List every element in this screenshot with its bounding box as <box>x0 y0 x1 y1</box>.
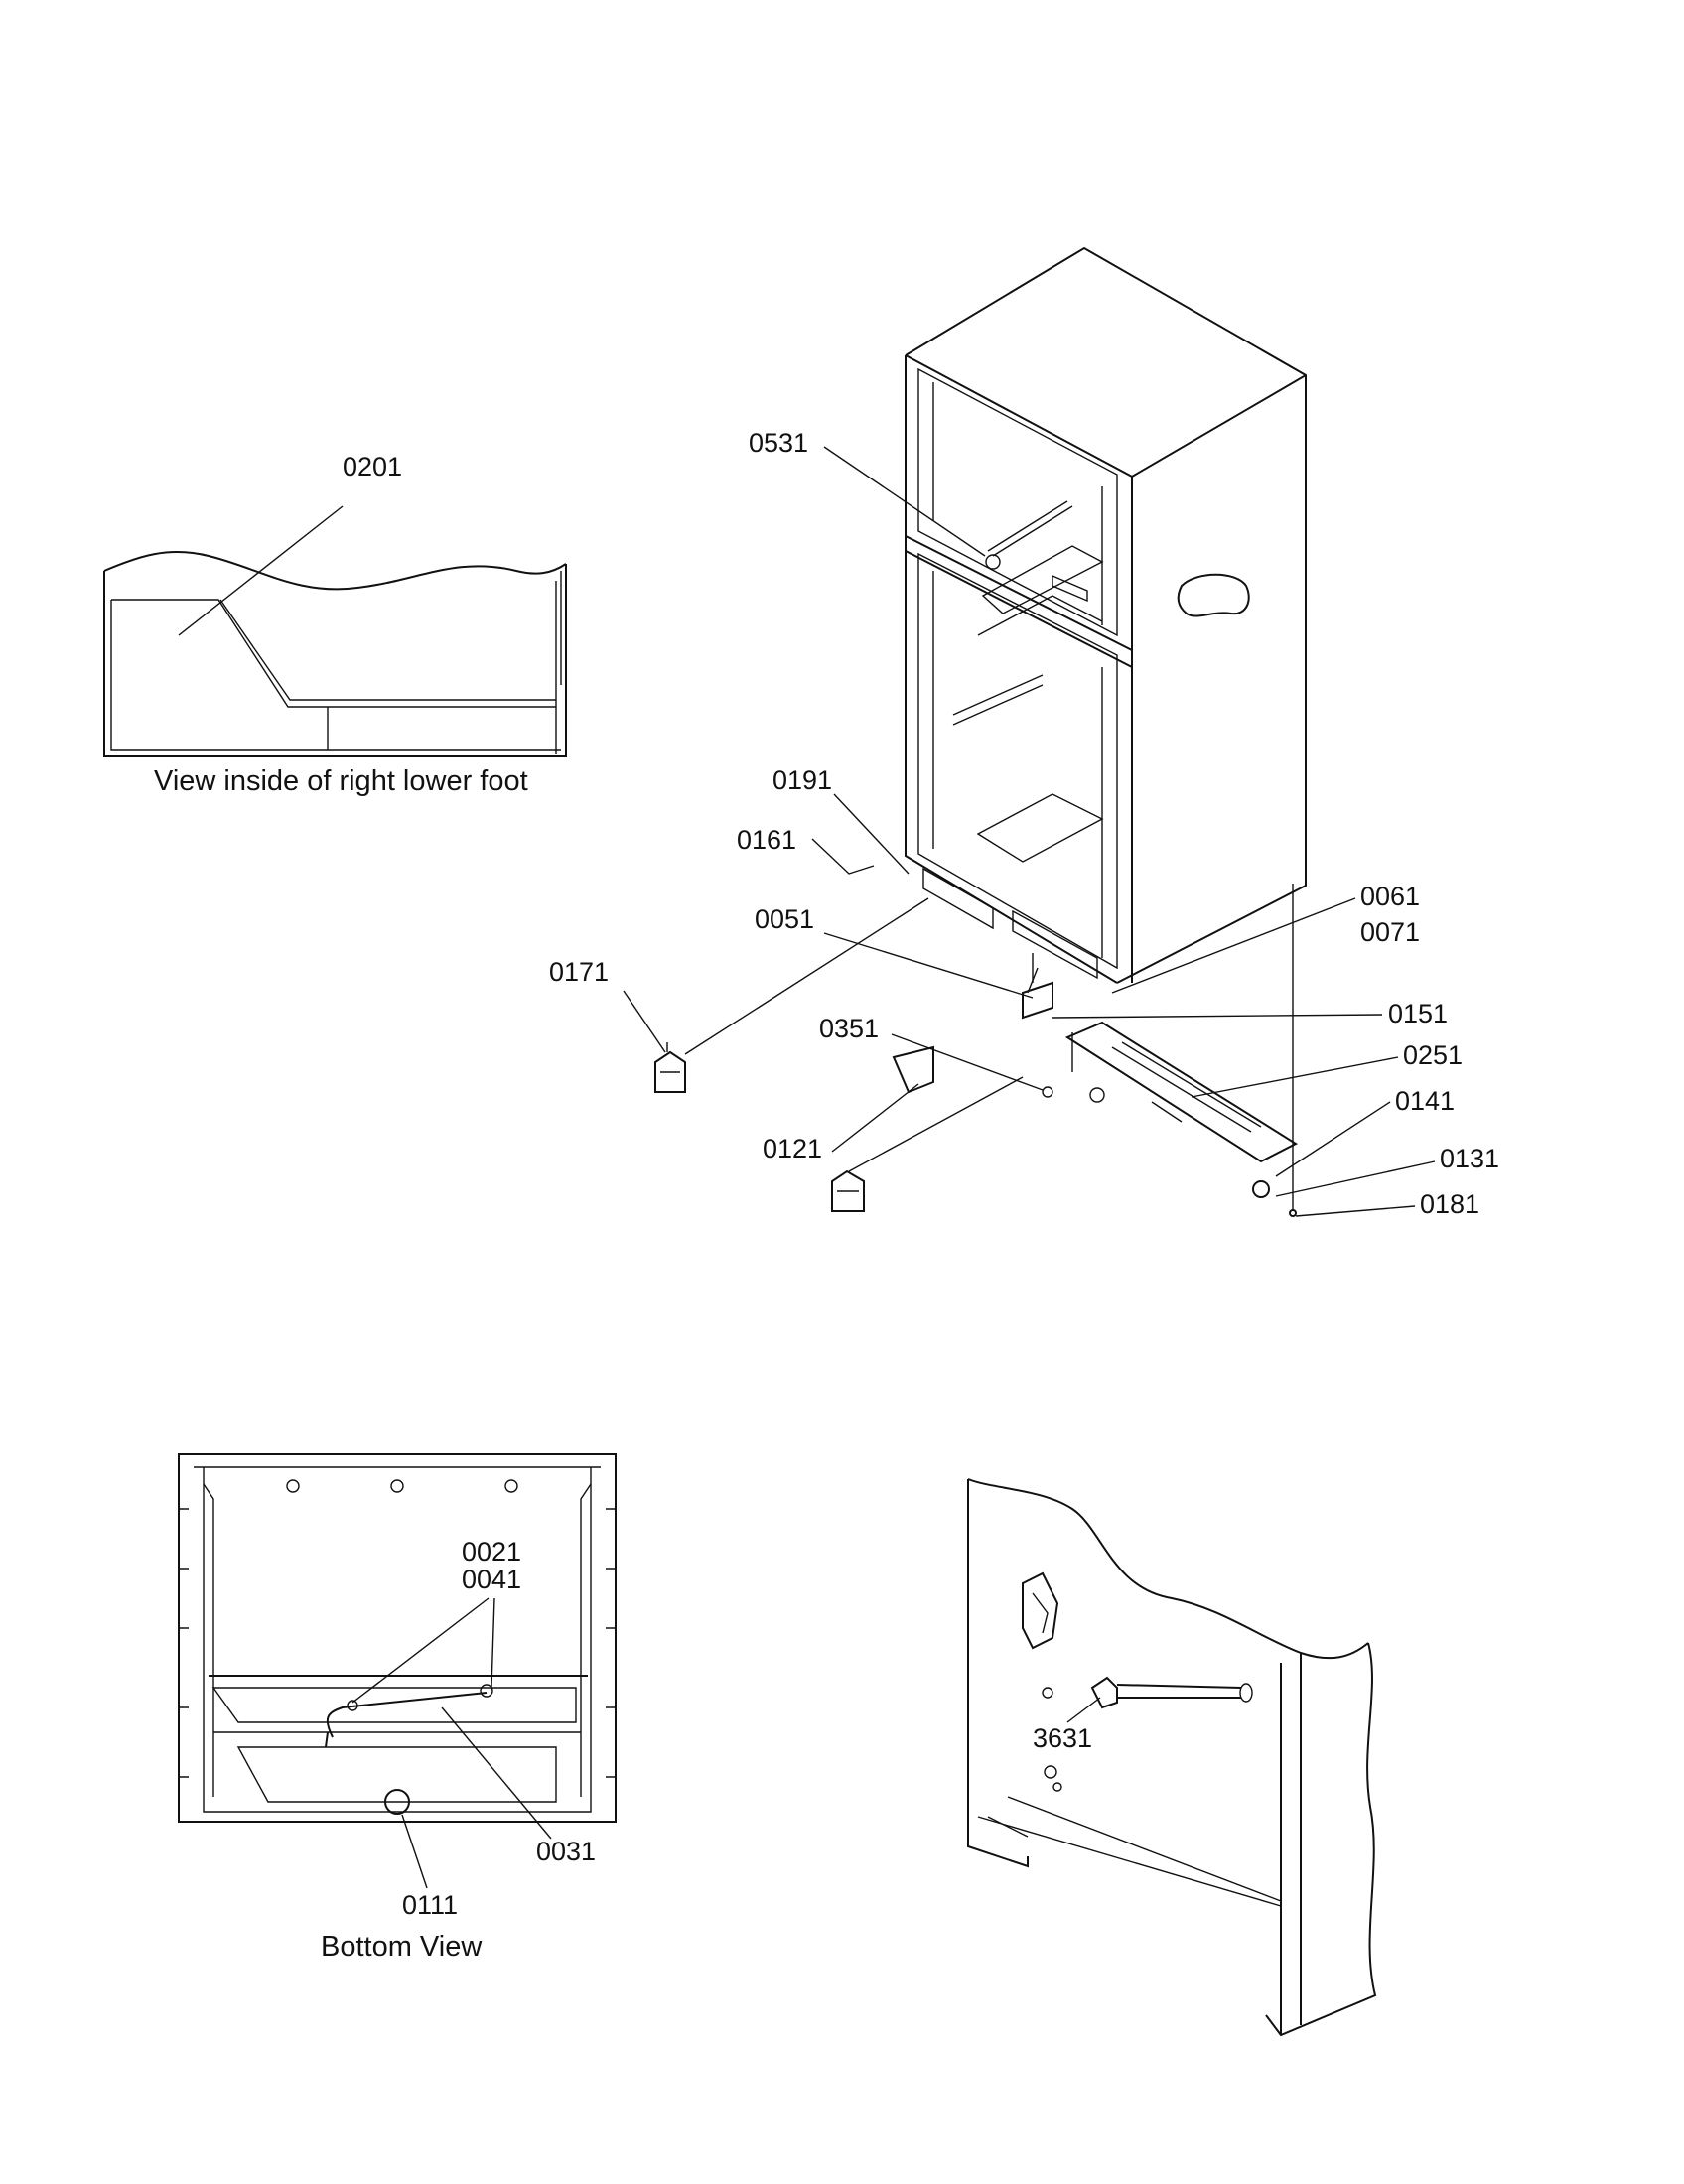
label-3631: 3631 <box>1033 1723 1092 1753</box>
label-0071: 0071 <box>1360 917 1420 947</box>
label-0181: 0181 <box>1420 1189 1479 1219</box>
foot-detail-caption: View inside of right lower foot <box>154 765 528 797</box>
label-0191: 0191 <box>772 765 832 795</box>
label-0021: 0021 <box>462 1537 521 1567</box>
bottom-view-caption: Bottom View <box>321 1931 483 1963</box>
label-0061: 0061 <box>1360 882 1420 911</box>
label-0051: 0051 <box>755 904 814 934</box>
label-0171: 0171 <box>549 957 609 987</box>
label-0111: 0111 <box>402 1890 458 1920</box>
leader-0201 <box>178 505 344 636</box>
label-0041: 0041 <box>462 1565 521 1594</box>
label-0201: 0201 <box>343 452 402 481</box>
label-0531: 0531 <box>749 428 808 458</box>
label-0031: 0031 <box>536 1837 596 1866</box>
bottom-view: 0021 0041 0031 0111 Bottom View <box>178 1453 617 1963</box>
label-0351: 0351 <box>819 1014 879 1043</box>
side-panel-view: 3631 <box>967 1478 1377 2037</box>
cabinet-view <box>654 246 1307 1217</box>
label-0121: 0121 <box>763 1134 822 1163</box>
label-0141: 0141 <box>1395 1086 1455 1116</box>
label-0161: 0161 <box>737 825 796 855</box>
cabinet-callouts: 0531 0191 0161 0051 0061 0071 0171 0151 … <box>549 428 1499 1219</box>
label-0131: 0131 <box>1440 1144 1499 1173</box>
label-0251: 0251 <box>1403 1040 1463 1070</box>
label-0151: 0151 <box>1388 999 1448 1028</box>
foot-detail-view: 0201 View inside of right lower foot <box>103 452 567 797</box>
